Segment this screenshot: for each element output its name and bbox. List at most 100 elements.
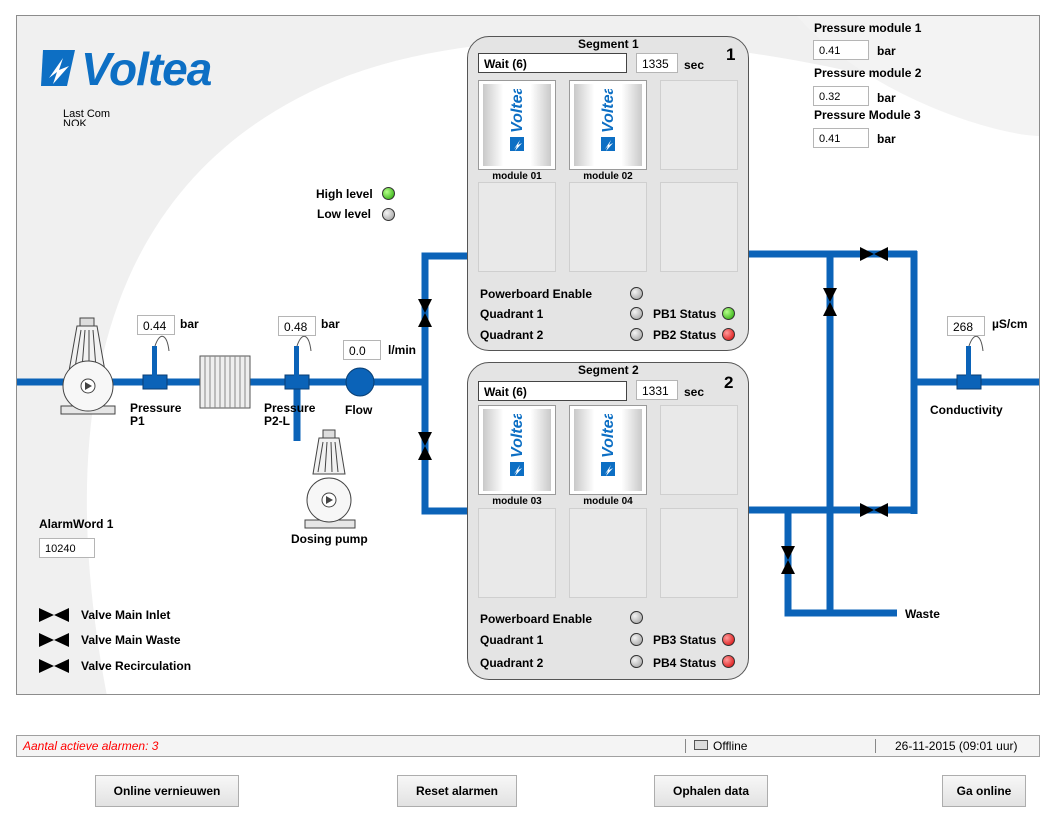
voltea-module-logo-icon: Voltea: [509, 89, 526, 151]
alarmword-label: AlarmWord 1: [39, 517, 114, 531]
segment-2-powerboard-label: Powerboard Enable: [480, 612, 593, 626]
voltea-bolt-icon: [41, 50, 75, 86]
status-divider-2: [875, 739, 876, 753]
valve-waste-2: [781, 546, 795, 574]
segment-1-status1-label: PB1 Status: [653, 307, 717, 321]
segment-1-powerboard-led: [630, 287, 643, 300]
last-com-label: Last Com NOK: [63, 108, 111, 127]
pressure-p2-label1: Pressure: [264, 401, 316, 415]
pressure-p1-label2: P1: [130, 414, 145, 428]
reset-alarms-button[interactable]: Reset alarmen: [397, 775, 517, 807]
segment-1-module-2[interactable]: Voltea: [569, 80, 647, 170]
segment-2-module-2[interactable]: Voltea: [569, 405, 647, 495]
valve-segment1-inlet: [418, 299, 432, 327]
legend-valve-icons: [39, 608, 69, 673]
svg-text:Voltea: Voltea: [600, 89, 617, 133]
pressure-p2-label2: P2-L: [264, 414, 291, 428]
conductivity-label: Conductivity: [930, 403, 1003, 417]
last-com-line1: Last Com: [63, 108, 111, 120]
flow-label: Flow: [345, 403, 373, 417]
segment-1-status1-led: [722, 307, 735, 320]
segment-1-slot-3: [660, 80, 738, 170]
segment-2-timer: 1331: [636, 380, 678, 400]
segment-2-quadrant2-led: [630, 655, 643, 668]
pressure-p1-label1: Pressure: [130, 401, 182, 415]
segment-2-module-1[interactable]: Voltea: [478, 405, 556, 495]
segment-1-powerboard-label: Powerboard Enable: [480, 287, 593, 301]
filter: [199, 355, 251, 409]
segment-1-timer-unit: sec: [684, 58, 705, 72]
segment-1-slot-4: [478, 182, 556, 272]
svg-text:Voltea: Voltea: [600, 414, 617, 458]
segment-1-module-1[interactable]: Voltea: [478, 80, 556, 170]
main-pump: [60, 317, 116, 415]
pressure-p1-unit: bar: [180, 317, 199, 331]
segment-2-number: 2: [724, 373, 734, 392]
svg-text:Voltea: Voltea: [509, 414, 526, 458]
pressure-module-2-label: Pressure module 2: [814, 66, 922, 80]
flow-value: 0.0: [343, 340, 381, 360]
pressure-p1-value: 0.44: [137, 315, 175, 335]
segment-2-module-1-label: module 03: [492, 496, 542, 507]
segment-1-quadrant2-led: [630, 328, 643, 341]
segment-2-status1-label: PB3 Status: [653, 633, 717, 647]
svg-text:Voltea: Voltea: [509, 89, 526, 133]
voltea-logo: Voltea: [37, 38, 257, 98]
status-datetime: 26-11-2015 (09:01 uur): [895, 739, 1018, 753]
segment-1-status2-led: [722, 328, 735, 341]
pressure-module-1-label: Pressure module 1: [814, 21, 922, 35]
low-level-led: [382, 208, 395, 221]
segment-2-slot-3: [660, 405, 738, 495]
segment-2-quadrant2-label: Quadrant 2: [480, 656, 544, 670]
conductivity-sensor: [956, 336, 984, 390]
high-level-led: [382, 187, 395, 200]
valve-segment2-inlet: [418, 432, 432, 460]
segment-1-quadrant2-label: Quadrant 2: [480, 328, 544, 342]
segment-1-module-1-label: module 01: [492, 171, 542, 182]
segment-1-module-2-label: module 02: [583, 171, 633, 182]
segment-1-quadrant1-label: Quadrant 1: [480, 307, 544, 321]
process-diagram: [17, 16, 1039, 694]
last-com-line2: NOK: [63, 119, 87, 126]
active-alarms-text: Aantal actieve alarmen: 3: [23, 739, 159, 753]
pressure-module-1-value: 0.41: [813, 40, 869, 60]
segment-1-quadrant1-led: [630, 307, 643, 320]
pressure-module-2-unit: bar: [877, 91, 896, 105]
pressure-module-1-unit: bar: [877, 44, 896, 58]
waste-label: Waste: [905, 607, 940, 621]
pressure-module-3-label: Pressure Module 3: [814, 108, 921, 122]
segment-2-status2-label: PB4 Status: [653, 656, 717, 670]
alarmword-value: 10240: [39, 538, 95, 558]
dosing-pump: [304, 429, 356, 529]
status-divider-1: [685, 739, 686, 753]
voltea-module-logo-icon: Voltea: [509, 414, 526, 476]
pressure-module-3-value: 0.41: [813, 128, 869, 148]
valve-recirc-bottom: [860, 503, 888, 517]
segment-1-slot-5: [569, 182, 647, 272]
dosing-pump-label: Dosing pump: [291, 532, 368, 546]
low-level-label: Low level: [317, 207, 372, 221]
flow-unit: l/min: [388, 343, 417, 357]
fetch-data-button[interactable]: Ophalen data: [654, 775, 768, 807]
segment-1-title: Segment 1: [578, 37, 639, 51]
legend-valve-recirculation: Valve Recirculation: [81, 659, 192, 673]
segment-1: Segment 1 1 Wait (6) 1335 sec Voltea mod…: [467, 36, 749, 351]
segment-2-title: Segment 2: [578, 363, 639, 377]
voltea-module-logo-icon: Voltea: [600, 414, 617, 476]
pressure-sensor-p2: [284, 336, 312, 390]
status-bar: Aantal actieve alarmen: 3 Offline 26-11-…: [16, 735, 1040, 757]
go-online-button[interactable]: Ga online: [942, 775, 1026, 807]
legend-valve-main-waste: Valve Main Waste: [81, 633, 181, 647]
segment-2-status2-led: [722, 655, 735, 668]
valve-waste-1: [823, 288, 837, 316]
pressure-p2-unit: bar: [321, 317, 340, 331]
valve-recirc-top: [860, 247, 888, 261]
high-level-label: High level: [316, 187, 373, 201]
segment-2-slot-4: [478, 508, 556, 598]
segment-2-status1-led: [722, 633, 735, 646]
logo-text: Voltea: [81, 43, 212, 95]
online-refresh-button[interactable]: Online vernieuwen: [95, 775, 239, 807]
segment-1-timer: 1335: [636, 53, 678, 73]
connection-status: Offline: [713, 739, 748, 753]
segment-2: Segment 2 2 Wait (6) 1331 sec Voltea mod…: [467, 362, 749, 680]
